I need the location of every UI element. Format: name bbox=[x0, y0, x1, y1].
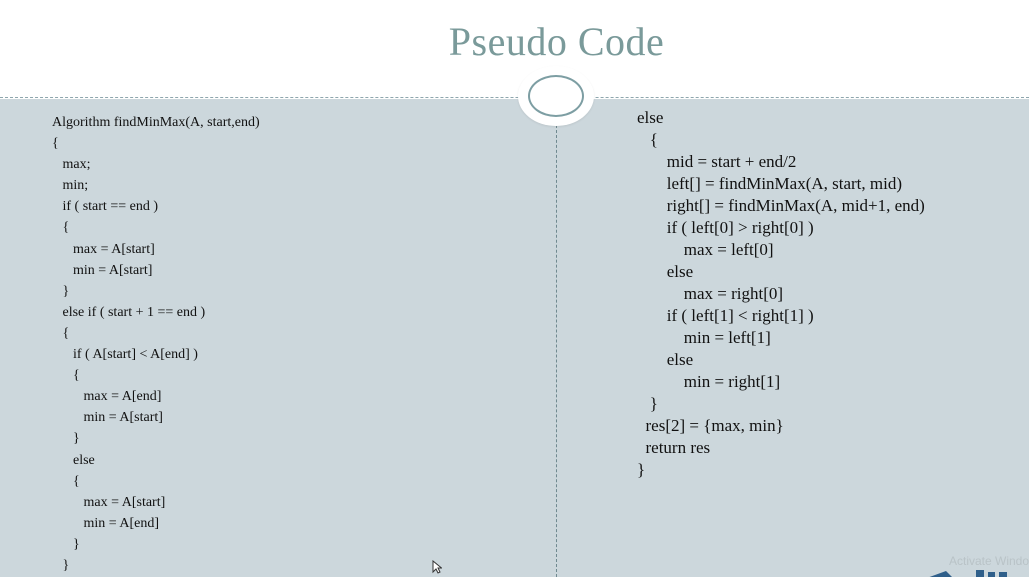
code-line: return res bbox=[637, 438, 711, 457]
code-line: } bbox=[52, 431, 80, 447]
code-line: max; bbox=[52, 157, 91, 173]
code-line: mid = start + end/2 bbox=[637, 152, 797, 171]
code-line: } bbox=[637, 460, 646, 479]
code-line: { bbox=[52, 368, 80, 384]
code-line: } bbox=[52, 283, 70, 299]
slide-title: Pseudo Code bbox=[448, 19, 665, 64]
code-line: else bbox=[637, 262, 694, 281]
left-code-block: Algorithm findMinMax(A, start,end) { max;… bbox=[52, 112, 260, 576]
ornament-ring bbox=[528, 75, 584, 117]
code-line: right[] = findMinMax(A, mid+1, end) bbox=[637, 196, 925, 215]
code-line: else bbox=[637, 108, 664, 127]
code-line: { bbox=[637, 130, 658, 149]
code-line: { bbox=[52, 473, 80, 489]
code-line: min = right[1] bbox=[637, 372, 781, 391]
code-line: max = A[start] bbox=[52, 241, 155, 257]
code-line: { bbox=[52, 220, 70, 236]
code-line: min = A[end] bbox=[52, 515, 160, 531]
code-line: else bbox=[637, 350, 694, 369]
code-line: res[2] = {max, min} bbox=[637, 416, 784, 435]
code-line: left[] = findMinMax(A, start, mid) bbox=[637, 174, 903, 193]
code-line: Algorithm findMinMax(A, start,end) bbox=[52, 115, 260, 130]
code-line: if ( left[0] > right[0] ) bbox=[637, 218, 814, 237]
code-line: { bbox=[52, 136, 59, 152]
code-line: } bbox=[52, 557, 70, 573]
code-line: } bbox=[52, 536, 80, 552]
code-line: if ( start == end ) bbox=[52, 199, 158, 215]
code-line: else if ( start + 1 == end ) bbox=[52, 304, 206, 320]
code-line: if ( A[start] < A[end] ) bbox=[52, 347, 198, 363]
header-divider bbox=[0, 97, 1029, 98]
code-line: max = left[0] bbox=[637, 240, 774, 259]
code-line: if ( left[1] < right[1] ) bbox=[637, 306, 814, 325]
code-line: min; bbox=[52, 178, 89, 194]
slide-body bbox=[0, 99, 1029, 577]
mouse-cursor-icon bbox=[432, 559, 443, 574]
corner-logo bbox=[924, 566, 1029, 577]
code-line: max = right[0] bbox=[637, 284, 784, 303]
code-line: max = A[start] bbox=[52, 494, 166, 510]
code-line: max = A[end] bbox=[52, 389, 162, 405]
right-code-block: else { mid = start + end/2 left[] = find… bbox=[637, 107, 925, 481]
activation-watermark: Activate Windo bbox=[949, 554, 1029, 568]
code-line: min = A[start] bbox=[52, 410, 163, 426]
code-line: { bbox=[52, 325, 70, 341]
corner-logo-icon bbox=[929, 570, 1007, 577]
code-line: } bbox=[637, 394, 658, 413]
column-divider bbox=[556, 110, 557, 577]
slide-header bbox=[0, 0, 1029, 98]
code-line: min = A[start] bbox=[52, 262, 153, 278]
code-line: else bbox=[52, 452, 95, 468]
code-line: min = left[1] bbox=[637, 328, 771, 347]
